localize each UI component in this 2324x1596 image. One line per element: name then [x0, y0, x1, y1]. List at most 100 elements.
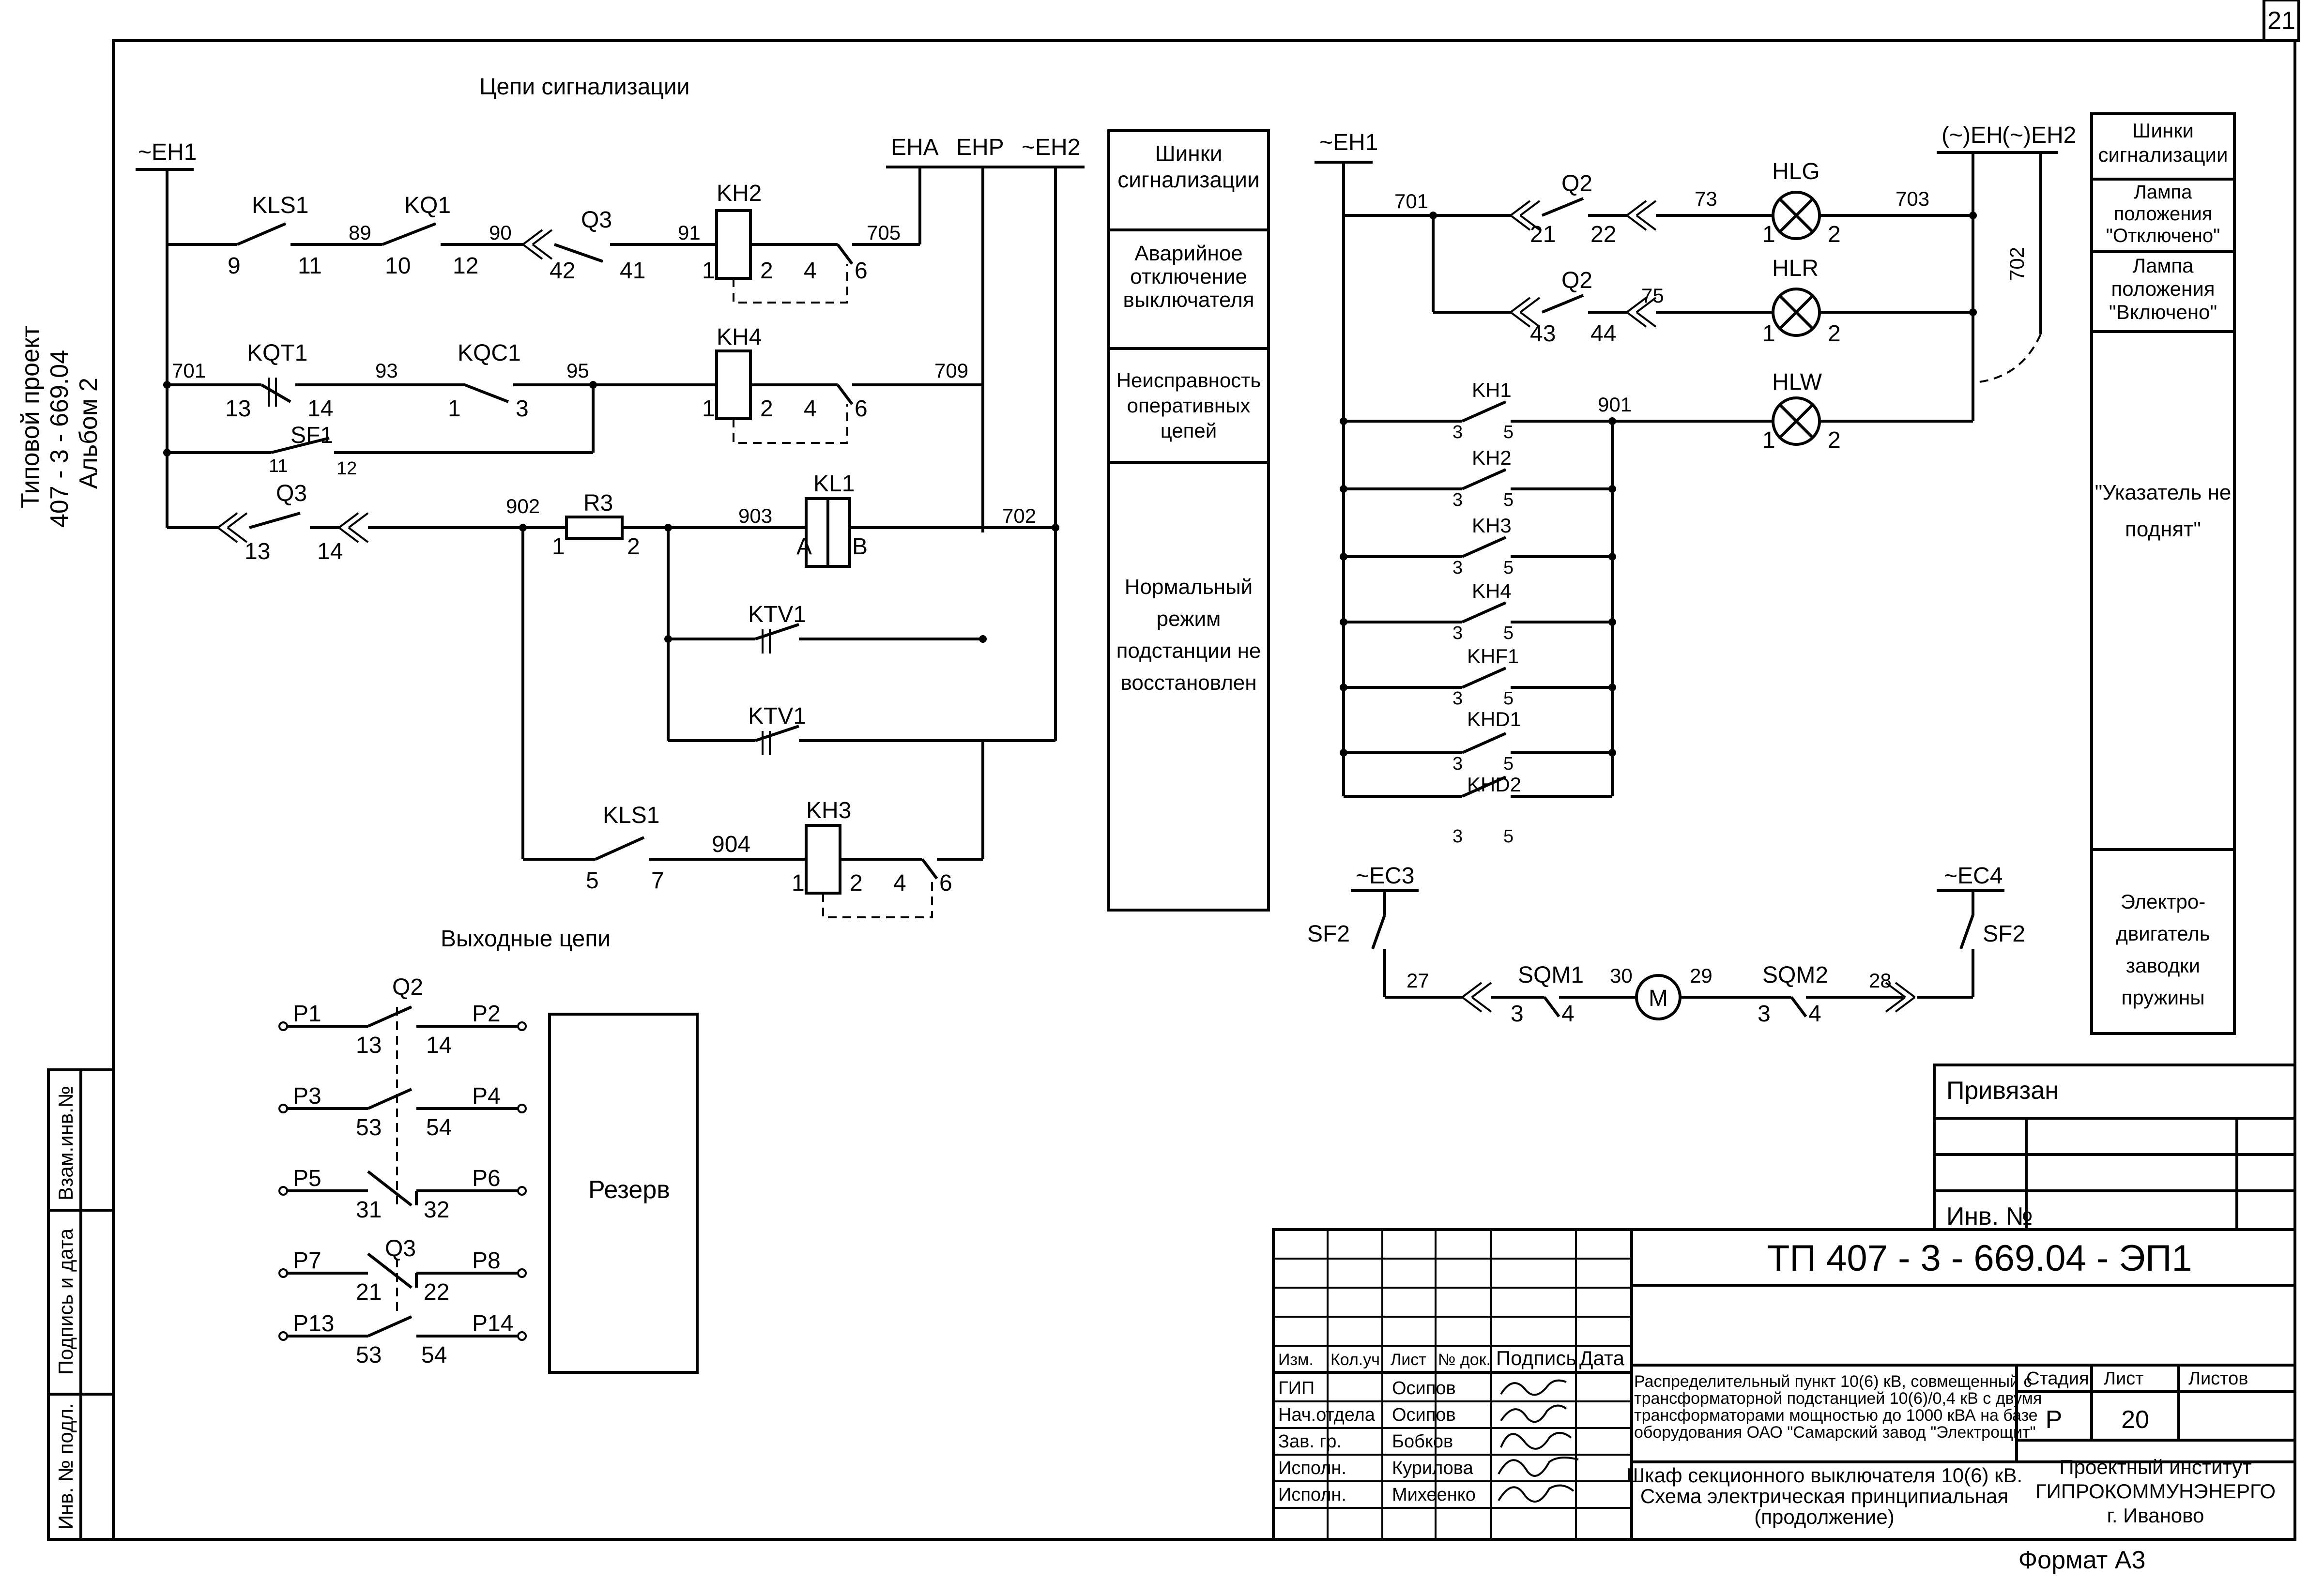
row2: KQT1 KQC1 KH4 SF1 701 93 95 709 13 14 1 … — [163, 324, 983, 479]
svg-text:Кол.уч.: Кол.уч. — [1330, 1351, 1384, 1369]
KQ1-row1: KQ1 — [404, 193, 451, 218]
drawing-code: ТП 407 - 3 - 669.04 - ЭП1 — [1767, 1238, 2192, 1279]
svg-text:41: 41 — [620, 258, 645, 284]
motor-M: M — [1649, 986, 1668, 1011]
R3: R3 — [583, 490, 613, 516]
svg-text:Схема электрическая принципиал: Схема электрическая принципиальная — [1640, 1485, 2008, 1507]
bus-ec3: ~EC3 — [1356, 863, 1414, 889]
svg-text:г. Иваново: г. Иваново — [2107, 1504, 2204, 1527]
svg-text:4: 4 — [804, 258, 817, 284]
KH2-coil: KH2 — [717, 181, 762, 206]
svg-text:4: 4 — [893, 870, 906, 896]
kh2-row: KH2 3 5 — [1340, 446, 1616, 510]
svg-text:3: 3 — [1758, 1001, 1771, 1027]
svg-text:91: 91 — [678, 221, 701, 244]
output-title: Выходные цепи — [441, 926, 611, 952]
svg-text:P8: P8 — [472, 1248, 501, 1274]
svg-text:KH3: KH3 — [1472, 514, 1512, 537]
out-row-2: P3 P4 53 54 — [278, 1083, 527, 1140]
svg-text:2: 2 — [1828, 222, 1841, 247]
svg-text:3: 3 — [1452, 422, 1463, 442]
row4: KLS1 KH3 904 5 7 1 2 4 6 — [521, 528, 984, 918]
sheet-frame: 21 Формат А3 — [112, 0, 2300, 1574]
svg-text:3: 3 — [1452, 688, 1463, 709]
svg-text:P6: P6 — [472, 1166, 501, 1191]
khd1-row: KHD1 3 5 — [1340, 708, 1616, 774]
svg-text:1: 1 — [552, 534, 565, 560]
svg-text:KH2: KH2 — [1472, 446, 1512, 469]
output-Q3: Q3 — [385, 1236, 416, 1262]
out-row-1: P1 P2 13 14 — [278, 1001, 527, 1058]
svg-text:22: 22 — [1590, 222, 1616, 247]
out-row-3: P5 P6 31 32 — [278, 1166, 527, 1223]
legend-right: Шинки сигнализации Лампа положения "Откл… — [2090, 112, 2236, 1035]
svg-text:1: 1 — [1762, 321, 1775, 347]
kh-contact-rows: KH1 3 5 KH2 3 5 KH3 3 — [1340, 379, 1616, 847]
svg-text:89: 89 — [349, 221, 371, 244]
svg-text:22: 22 — [424, 1279, 449, 1305]
svg-text:705: 705 — [867, 221, 901, 244]
svg-text:21: 21 — [356, 1279, 382, 1305]
svg-text:2: 2 — [850, 870, 863, 896]
bus-eh1-right: ~EH1 — [1319, 130, 1378, 155]
svg-text:Инв. № подл.: Инв. № подл. — [54, 1403, 77, 1530]
KH3-coil: KH3 — [806, 798, 851, 823]
svg-text:P13: P13 — [293, 1311, 334, 1337]
svg-text:1: 1 — [792, 870, 805, 896]
svg-text:902: 902 — [506, 495, 540, 517]
svg-text:6: 6 — [855, 396, 868, 422]
legend-left-3: Нормальный режим подстанции не восстанов… — [1116, 575, 1261, 695]
svg-text:2: 2 — [627, 534, 640, 560]
svg-text:54: 54 — [421, 1342, 447, 1368]
svg-text:709: 709 — [934, 359, 968, 382]
svg-text:Лист: Лист — [1391, 1351, 1426, 1369]
svg-text:Альбом 2: Альбом 2 — [75, 378, 103, 489]
svg-text:Осипов: Осипов — [1392, 1405, 1456, 1425]
svg-text:Нач.отдела: Нач.отдела — [1278, 1405, 1376, 1425]
legend-left-1: Аварийное отключение выключателя — [1123, 242, 1254, 312]
svg-text:12: 12 — [453, 253, 478, 279]
svg-text:28: 28 — [1869, 969, 1892, 992]
HLW: HLW — [1772, 369, 1822, 395]
bus-ehp: EHP — [956, 135, 1004, 160]
svg-text:P14: P14 — [472, 1311, 513, 1337]
svg-text:5: 5 — [1503, 623, 1514, 643]
svg-text:4: 4 — [1561, 1001, 1575, 1027]
legend-left: Шинки сигнализации Аварийное отключение … — [1107, 129, 1270, 912]
svg-text:95: 95 — [566, 359, 589, 382]
svg-text:Подпись и дата: Подпись и дата — [54, 1228, 77, 1375]
row3: Q3 R3 KL1 902 903 702 13 14 1 2 A B — [167, 471, 1059, 568]
svg-text:11: 11 — [298, 253, 322, 279]
svg-text:43: 43 — [1530, 321, 1556, 347]
svg-text:14: 14 — [426, 1033, 452, 1058]
svg-text:90: 90 — [489, 221, 512, 244]
out-row-5: P13 P14 53 54 — [278, 1311, 527, 1368]
signal-circuits: Цепи сигнализации ~EH1 EHA EHP ~EH2 — [136, 74, 1085, 918]
legend-right-0: Шинки сигнализации — [2098, 119, 2228, 166]
svg-text:5: 5 — [586, 868, 599, 894]
svg-text:Лист: Лист — [2104, 1368, 2144, 1389]
KLS1-row4: KLS1 — [603, 803, 659, 828]
svg-text:Шкаф секционного выключателя 1: Шкаф секционного выключателя 10(6) кВ. — [1626, 1464, 2022, 1487]
inv-no-label: Инв. № — [1946, 1202, 2033, 1231]
svg-text:Подпись: Подпись — [1496, 1347, 1576, 1369]
svg-text:KH4: KH4 — [1472, 579, 1512, 602]
bus-eh: (~)EH — [1942, 122, 2003, 148]
reserve-label: Резерв — [588, 1176, 670, 1204]
SQM2: SQM2 — [1762, 962, 1828, 988]
Q3-row3: Q3 — [276, 481, 307, 506]
svg-text:1: 1 — [702, 396, 715, 422]
svg-text:KHD2: KHD2 — [1467, 773, 1521, 796]
bus-eh2-left: ~EH2 — [1022, 135, 1080, 160]
svg-text:5: 5 — [1503, 826, 1514, 847]
svg-text:407 - 3 - 669.04: 407 - 3 - 669.04 — [46, 350, 74, 528]
svg-text:оборудования ОАО "Самарский за: оборудования ОАО "Самарский завод "Элект… — [1634, 1423, 2036, 1442]
bus-eh2-right: (~)EH2 — [2002, 122, 2076, 148]
svg-text:P5: P5 — [293, 1166, 321, 1191]
title-block: Привязан Инв. № ТП 407 - 3 - 669.04 - ЭП… — [1272, 1064, 2296, 1541]
svg-text:42: 42 — [550, 258, 575, 284]
svg-text:9: 9 — [228, 253, 241, 279]
HLG: HLG — [1772, 159, 1820, 184]
svg-text:10: 10 — [385, 253, 411, 279]
svg-text:5: 5 — [1503, 490, 1514, 510]
